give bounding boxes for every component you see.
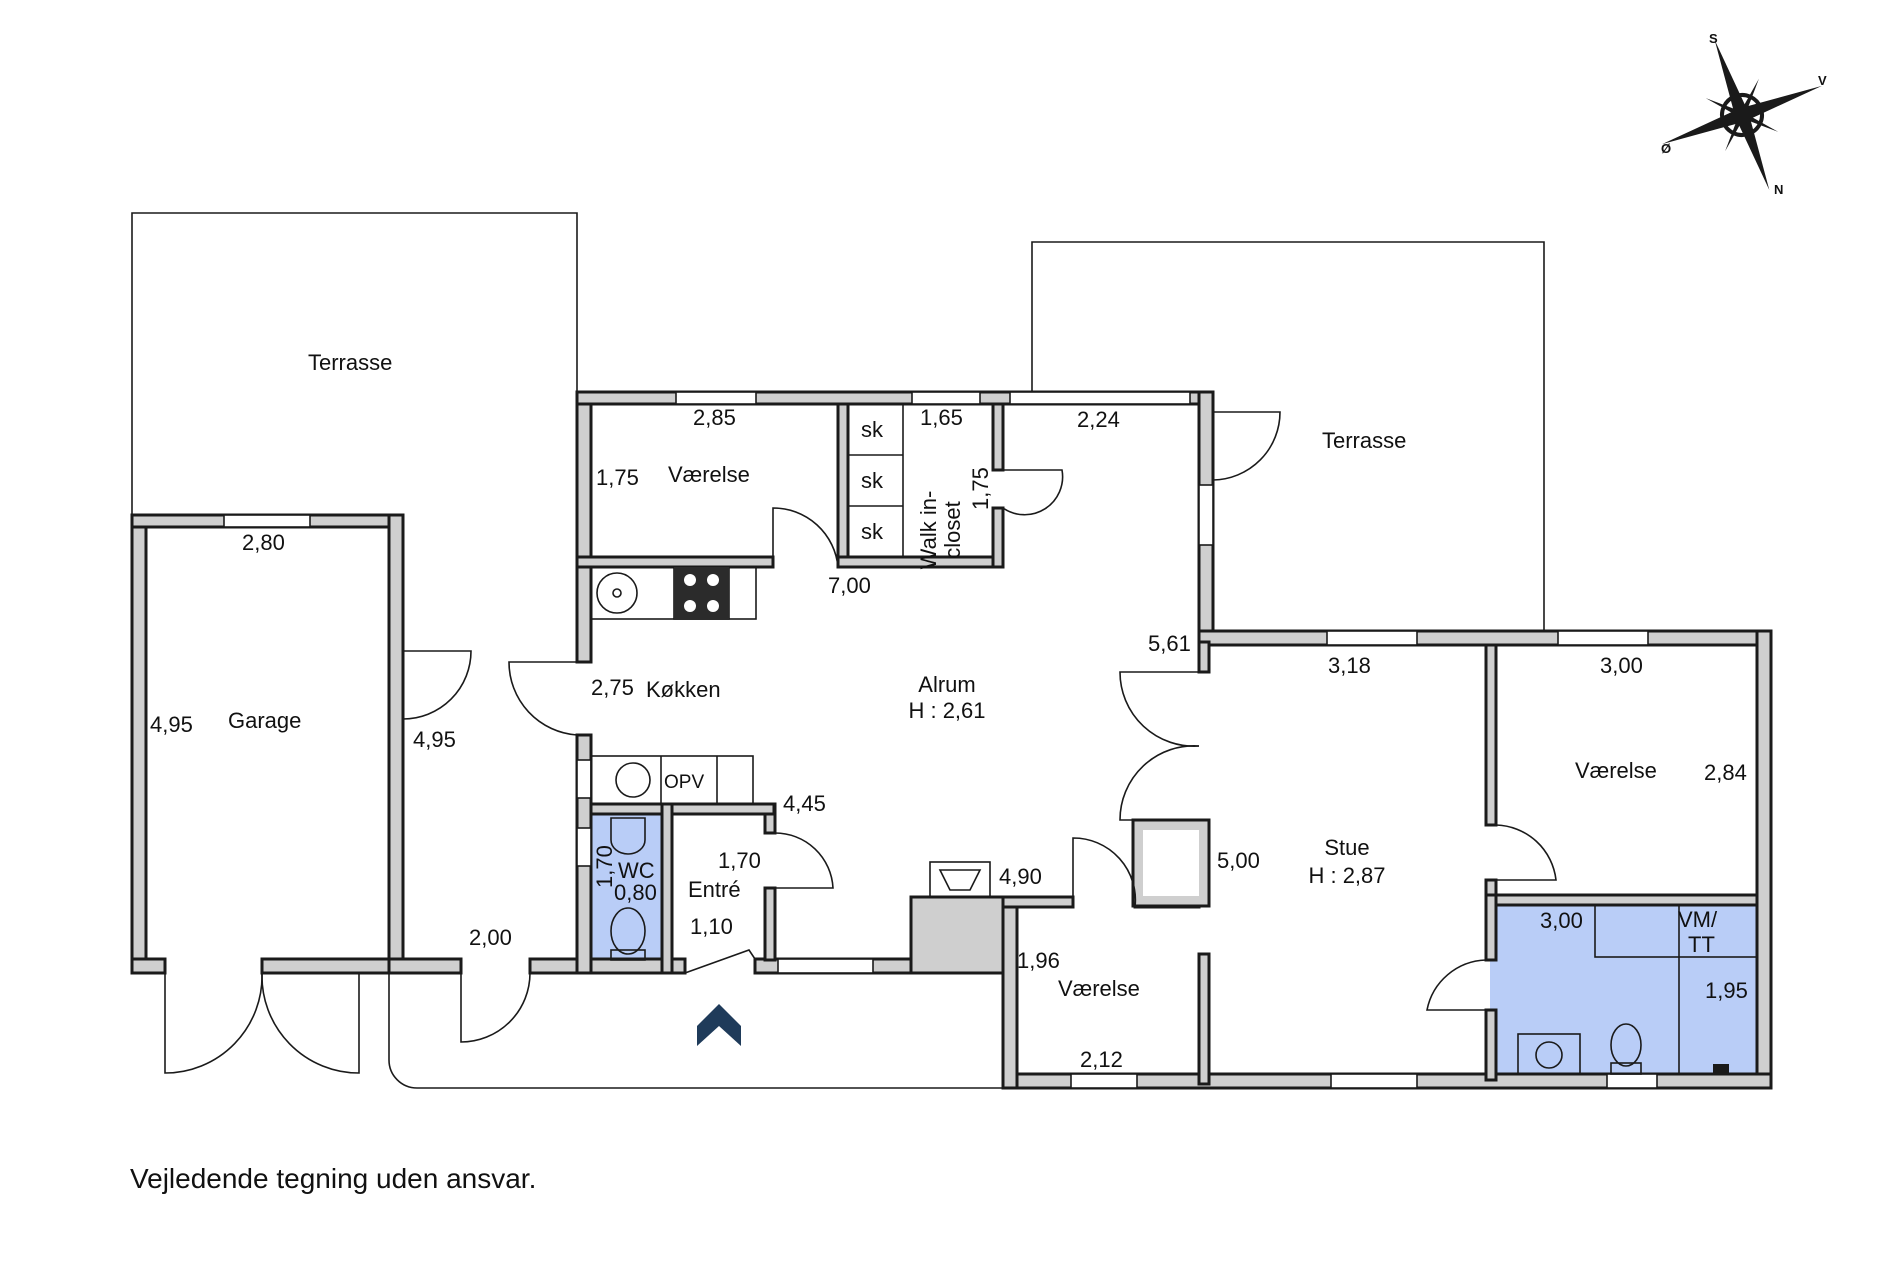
dim-495a: 4,95 (150, 712, 193, 737)
label-walk-in-1: Walk in- (916, 491, 941, 570)
shelf-label-3: sk (861, 519, 884, 544)
label-vaerelse-e: Værelse (1575, 758, 1657, 783)
dim-170b: 1,70 (718, 848, 761, 873)
dim-200: 2,00 (469, 925, 512, 950)
label-vaerelse-s: Værelse (1058, 976, 1140, 1001)
label-stue-height: H : 2,87 (1308, 863, 1385, 888)
dim-110: 1,10 (690, 914, 733, 939)
dim-165: 1,65 (920, 405, 963, 430)
label-alrum-height: H : 2,61 (908, 698, 985, 723)
dim-080: 0,80 (614, 880, 657, 905)
label-entre: Entré (688, 877, 741, 902)
dim-275: 2,75 (591, 675, 634, 700)
label-stue: Stue (1324, 835, 1369, 860)
entrance-arrow (697, 1004, 741, 1046)
compass-s: S (1709, 31, 1718, 46)
fireplace (929, 861, 991, 898)
disclaimer-text: Vejledende tegning uden ansvar. (130, 1163, 536, 1194)
dim-318: 3,18 (1328, 653, 1371, 678)
dim-490: 4,90 (999, 864, 1042, 889)
dim-445: 4,45 (783, 791, 826, 816)
label-vm-tt-1: VM/ (1678, 907, 1718, 932)
compass-n: N (1774, 182, 1783, 197)
bathroom-fixtures (1517, 904, 1758, 1075)
windows (223, 391, 1658, 1089)
wc-floor (589, 814, 662, 960)
label-vaerelse-nw: Værelse (668, 462, 750, 487)
shelf-label-2: sk (861, 468, 884, 493)
room-labels: Terrasse Terrasse Værelse Køkken Alrum H… (228, 350, 1718, 1001)
wc-fixtures (610, 817, 646, 961)
dimension-labels: 2,85 1,75 1,65 2,24 2,80 7,00 5,61 3,18 … (150, 405, 1748, 1072)
dim-196: 1,96 (1017, 948, 1060, 973)
dim-280: 2,80 (242, 530, 285, 555)
dim-285: 2,85 (693, 405, 736, 430)
label-opv: OPV (664, 772, 704, 793)
bathroom-floor (1490, 905, 1756, 1077)
dim-170a: 1,70 (592, 845, 617, 888)
label-walk-in-2: closet (940, 501, 965, 558)
dim-300a: 3,00 (1600, 653, 1643, 678)
dim-195: 1,95 (1705, 978, 1748, 1003)
label-alrum: Alrum (918, 672, 975, 697)
label-terrasse-east: Terrasse (1322, 428, 1406, 453)
dim-495b: 4,95 (413, 727, 456, 752)
compass-v: V (1818, 73, 1827, 88)
dim-300b: 3,00 (1540, 908, 1583, 933)
label-garage: Garage (228, 708, 301, 733)
label-wc: WC (618, 858, 655, 883)
dim-700: 7,00 (828, 573, 871, 598)
label-terrasse-west: Terrasse (308, 350, 392, 375)
terrace-outlines (131, 212, 1545, 634)
dim-500: 5,00 (1217, 848, 1260, 873)
dim-284: 2,84 (1704, 760, 1747, 785)
dim-175a: 1,75 (596, 465, 639, 490)
label-kokken: Køkken (646, 677, 721, 702)
utility-counter (590, 755, 754, 805)
dim-561: 5,61 (1148, 631, 1191, 656)
closet-shelving (847, 403, 904, 558)
dim-224: 2,24 (1077, 407, 1120, 432)
dim-212: 2,12 (1080, 1047, 1123, 1072)
shelf-label-1: sk (861, 417, 884, 442)
dim-175b: 1,75 (968, 467, 993, 510)
entrance-path (388, 973, 1003, 1089)
compass-rose (1662, 39, 1822, 191)
doors (164, 411, 1557, 1074)
compass-o: Ø (1661, 141, 1671, 156)
kitchen-counter (590, 566, 757, 620)
label-vm-tt-2: TT (1688, 932, 1715, 957)
